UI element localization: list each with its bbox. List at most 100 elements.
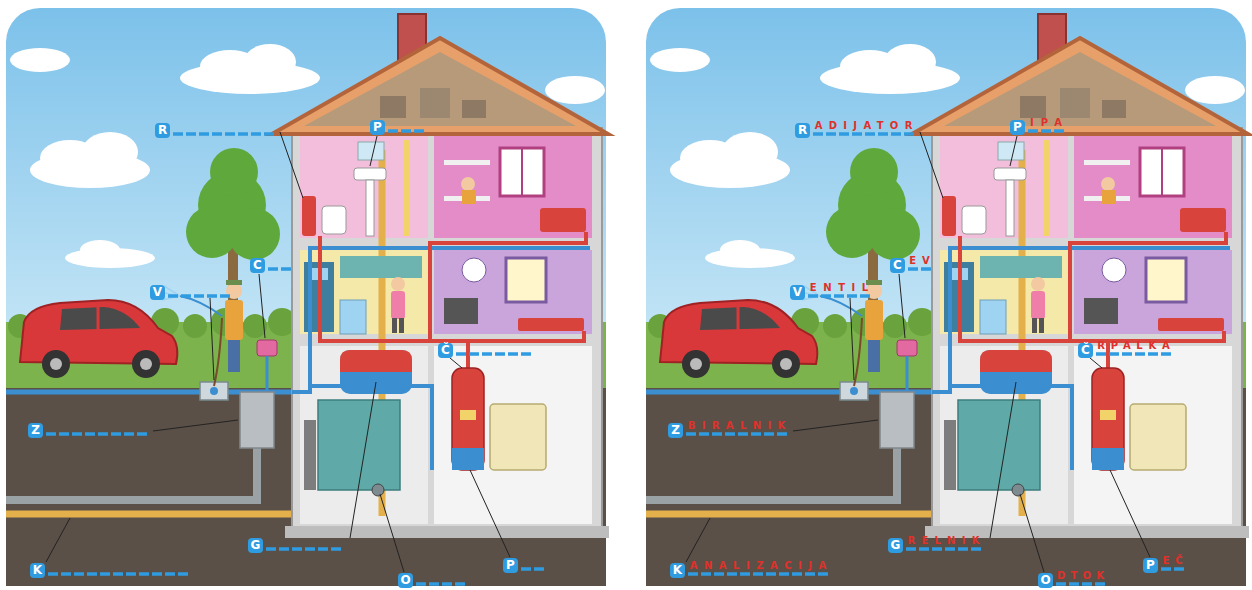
blank-dash: [826, 132, 836, 136]
blank-dash: [59, 432, 69, 436]
blank-dash: [699, 432, 709, 436]
blank-dash: [1161, 352, 1171, 356]
blank-dash: [688, 572, 698, 576]
leader-line: [990, 382, 1016, 538]
blank-dash: [305, 547, 315, 551]
initial-letter: V: [790, 285, 805, 300]
blank-dash: [251, 132, 261, 136]
blank-dash: [72, 432, 82, 436]
blank-dash: [113, 572, 123, 576]
blank-dash: [238, 132, 248, 136]
blank-dash: [521, 567, 531, 571]
blank-dash: [220, 294, 230, 298]
blank-dash: [1161, 567, 1171, 571]
blank-dash: [46, 432, 56, 436]
leader-line: [686, 518, 710, 562]
blank-dash: [1174, 567, 1184, 571]
initial-letter: Č: [438, 343, 453, 358]
blank-dash: [878, 132, 888, 136]
blank-dash: [1028, 129, 1038, 133]
leader-line: [470, 470, 510, 557]
answer-word: EV: [909, 255, 935, 266]
blank-dash: [194, 294, 204, 298]
initial-letter: V: [150, 285, 165, 300]
blank-dash: [482, 352, 492, 356]
blank-dash: [455, 582, 465, 586]
blank-dash: [495, 352, 505, 356]
right-scene: [646, 8, 1249, 586]
left-scene: [6, 8, 609, 586]
answer-word: BIRALNIK: [688, 420, 792, 431]
leader-line: [1010, 136, 1017, 166]
blank-dash: [919, 547, 929, 551]
blank-dash: [186, 132, 196, 136]
blank-dash: [766, 572, 776, 576]
blank-dash: [126, 572, 136, 576]
blank-dash: [701, 572, 711, 576]
leader-line: [153, 420, 238, 431]
leader-line: [280, 132, 303, 198]
blank-dash: [821, 294, 831, 298]
leader-line: [210, 298, 214, 380]
blank-dash: [152, 572, 162, 576]
blank-dash: [1148, 352, 1158, 356]
initial-letter: C: [890, 258, 905, 273]
answer-word: ANALIZACIJA: [690, 560, 833, 571]
blank-dash: [712, 432, 722, 436]
blank-dash: [764, 432, 774, 436]
initial-letter: Č: [1078, 343, 1093, 358]
answer-word: DTOK: [1057, 570, 1109, 581]
blank-dash: [85, 432, 95, 436]
leader-line: [259, 274, 265, 338]
blank-dash: [906, 547, 916, 551]
initial-letter: P: [503, 558, 518, 573]
answer-word: IPA: [1030, 117, 1069, 128]
blank-dash: [165, 572, 175, 576]
leader-line: [350, 382, 376, 538]
blank-dash: [971, 547, 981, 551]
blank-dash: [199, 132, 209, 136]
blank-dash: [181, 294, 191, 298]
blank-dash: [429, 582, 439, 586]
initial-letter: K: [670, 563, 685, 578]
blank-dash: [751, 432, 761, 436]
blank-dash: [388, 129, 398, 133]
leader-line: [899, 274, 905, 338]
initial-letter: P: [1010, 120, 1025, 135]
blank-dash: [100, 572, 110, 576]
blank-dash: [1096, 352, 1106, 356]
blank-dash: [904, 132, 914, 136]
blank-dash: [534, 567, 544, 571]
blank-dash: [740, 572, 750, 576]
blank-dash: [945, 547, 955, 551]
blank-dash: [1095, 582, 1105, 586]
blank-dash: [818, 572, 828, 576]
blank-dash: [416, 582, 426, 586]
blank-dash: [401, 129, 411, 133]
blank-dash: [813, 132, 823, 136]
blank-dash: [268, 267, 278, 271]
blank-dash: [738, 432, 748, 436]
blank-dash: [958, 547, 968, 551]
initial-letter: P: [1143, 558, 1158, 573]
blank-dash: [908, 267, 918, 271]
blank-dash: [173, 132, 183, 136]
leader-line: [793, 420, 878, 431]
blank-dash: [521, 352, 531, 356]
blank-dash: [111, 432, 121, 436]
blank-dash: [753, 572, 763, 576]
blank-dash: [178, 572, 188, 576]
blank-dash: [1056, 582, 1066, 586]
blank-dash: [921, 267, 931, 271]
initial-letter: G: [888, 538, 903, 553]
leader-line: [370, 136, 377, 166]
initial-letter: R: [795, 123, 810, 138]
blank-dash: [725, 432, 735, 436]
blank-dash: [1122, 352, 1132, 356]
blank-dash: [714, 572, 724, 576]
blank-dash: [469, 352, 479, 356]
blank-dash: [852, 132, 862, 136]
blank-dash: [292, 547, 302, 551]
blank-dash: [808, 294, 818, 298]
